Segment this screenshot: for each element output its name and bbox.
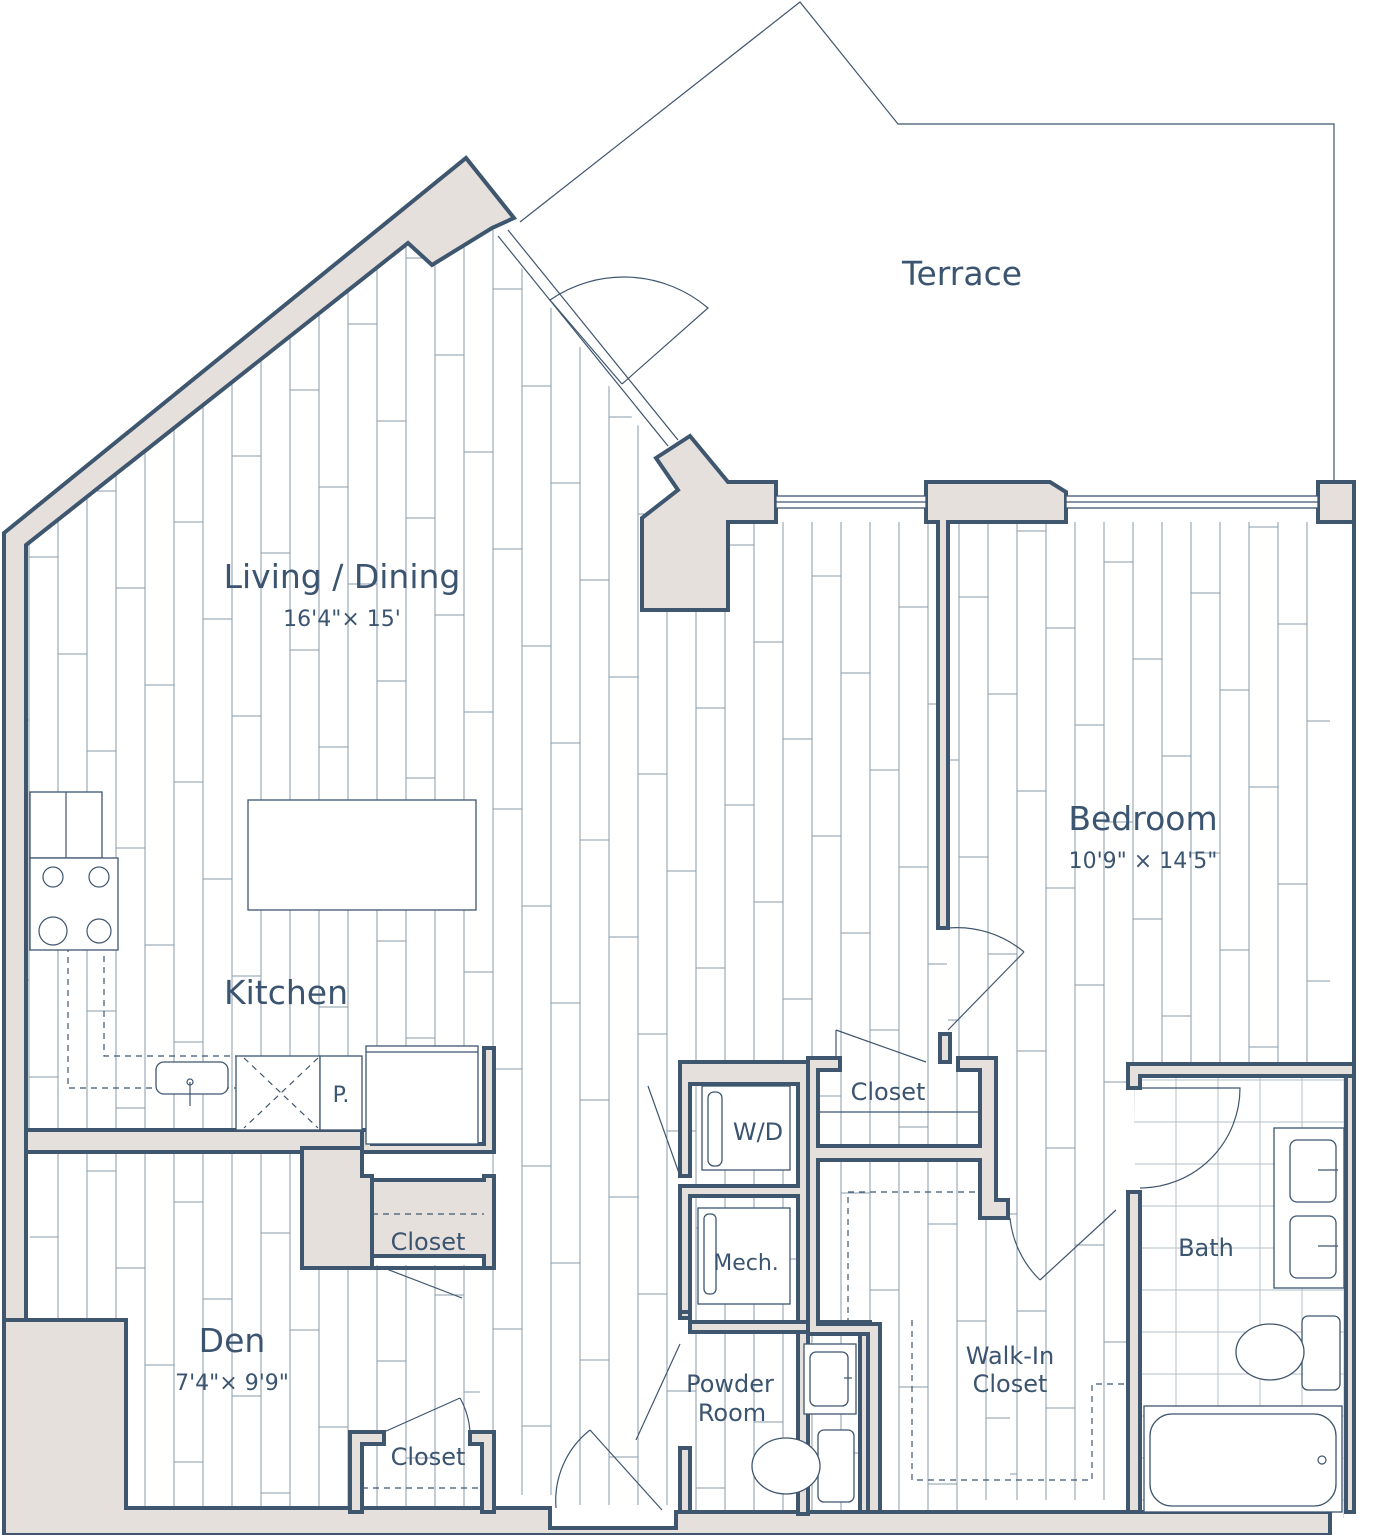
kitchen-counter-lower <box>235 1055 321 1131</box>
label-den: Den <box>199 1321 266 1360</box>
counter-outline-back <box>103 956 236 1057</box>
flooring-living <box>26 228 1010 1520</box>
label-powder-2: Room <box>698 1399 766 1427</box>
size-living: 16'4"× 15' <box>283 607 401 632</box>
window-living-terrace <box>497 229 679 447</box>
door-bedroom-closet[interactable] <box>835 1029 927 1063</box>
wall-pillar-entry-terrace <box>640 433 778 612</box>
kitchen-sink <box>155 1061 229 1095</box>
door-entry[interactable] <box>555 1429 663 1511</box>
label-kitchen: Kitchen <box>224 973 348 1012</box>
burner-icon <box>38 916 68 946</box>
walkin-shelving-outline <box>847 1191 980 1324</box>
bath-toilet-bowl <box>1235 1323 1305 1381</box>
door-den-closet[interactable] <box>383 1267 463 1299</box>
door-bath[interactable] <box>1139 1087 1241 1189</box>
door-walkin[interactable] <box>1009 1209 1117 1281</box>
burner-icon <box>42 866 64 888</box>
door-powder[interactable] <box>635 1343 681 1441</box>
label-walkin-2: Closet <box>973 1370 1048 1398</box>
powder-toilet-bowl <box>751 1437 821 1495</box>
door-bedroom[interactable] <box>947 927 1025 1031</box>
door-den-lower-closet[interactable] <box>383 1397 471 1433</box>
pantry <box>319 1055 363 1131</box>
dishwasher-x <box>243 1057 319 1129</box>
bath-toilet-tank <box>1301 1315 1341 1391</box>
kitchen-island <box>247 799 477 911</box>
wall-closet-bedroom <box>806 1056 1010 1514</box>
door-laundry[interactable] <box>647 1085 681 1177</box>
window-bedroom <box>1065 495 1319 509</box>
refrigerator <box>365 1045 479 1145</box>
label-laundry: W/D <box>733 1118 783 1146</box>
label-bedroom: Bedroom <box>1068 799 1217 838</box>
label-pantry: P. <box>333 1083 350 1108</box>
wall-bath <box>1126 1062 1356 1514</box>
vanity-sink-1 <box>1289 1139 1337 1203</box>
label-powder-1: Powder <box>686 1370 774 1398</box>
label-closet-den-lower: Closet <box>391 1443 466 1471</box>
label-closet-bedroom: Closet <box>851 1078 926 1106</box>
window-center <box>775 495 927 509</box>
wall-den-closet-block <box>300 1146 496 1270</box>
size-bedroom: 10'9" × 14'5" <box>1069 849 1218 874</box>
wall-pillar-bedroom-window <box>924 480 1068 930</box>
size-den: 7'4"× 9'9" <box>175 1371 289 1396</box>
vanity-sink-2 <box>1289 1215 1337 1279</box>
burner-icon <box>88 866 110 888</box>
terrace-outline <box>519 1 1335 482</box>
exterior-wall-south <box>2 1318 1332 1535</box>
label-mech: Mech. <box>713 1251 779 1276</box>
wall-laundry-block <box>678 1060 810 1516</box>
label-walkin-1: Walk-In <box>966 1342 1054 1370</box>
wall-bedroom-door-jamb <box>938 1032 952 1064</box>
door-terrace[interactable] <box>549 276 709 385</box>
label-terrace: Terrace <box>901 254 1022 293</box>
burner-icon <box>86 918 112 944</box>
cooktop <box>29 857 119 951</box>
label-living: Living / Dining <box>224 557 461 596</box>
label-closet-den-upper: Closet <box>391 1228 466 1256</box>
label-bath: Bath <box>1178 1234 1234 1262</box>
powder-toilet-tank <box>817 1429 855 1503</box>
